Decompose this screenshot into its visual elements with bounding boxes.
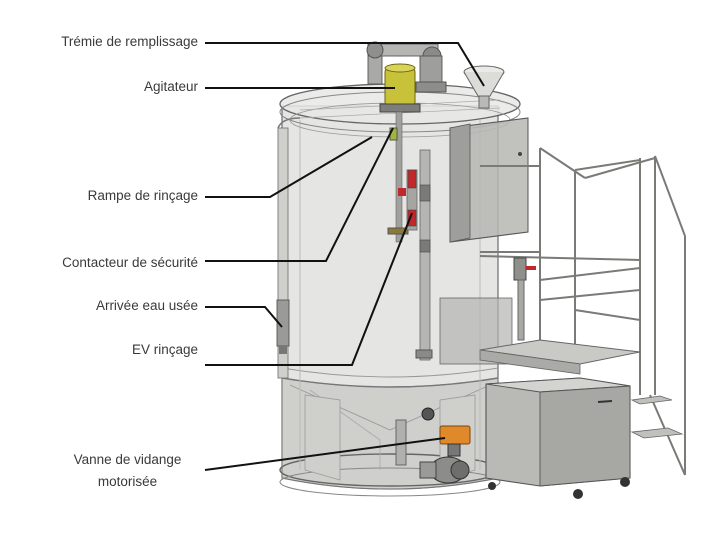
label-contacteur: Contacteur de sécurité — [62, 255, 198, 270]
access-platform — [479, 147, 686, 476]
label-vanne-line2: motorisée — [97, 474, 158, 489]
label-agitateur: Agitateur — [143, 79, 198, 94]
mobile-cabinet — [485, 377, 631, 499]
inlet-pipe — [276, 117, 301, 379]
label-vanne-line1: Vanne de vidange — [73, 452, 182, 467]
label-rampe: Rampe de rinçage — [87, 188, 198, 203]
platform-valve — [513, 257, 536, 341]
platform-deck — [479, 339, 684, 439]
label-arrivee: Arrivée eau usée — [95, 298, 198, 313]
control-box — [449, 117, 529, 243]
agitator-assembly — [366, 41, 447, 243]
label-tremie: Trémie de remplissage — [61, 34, 198, 49]
funnel-hopper — [463, 65, 505, 109]
rinse-pipe-column — [398, 149, 433, 361]
leader-lines — [204, 42, 485, 471]
label-ev: EV rinçage — [131, 342, 198, 357]
drain-valve — [395, 407, 471, 484]
